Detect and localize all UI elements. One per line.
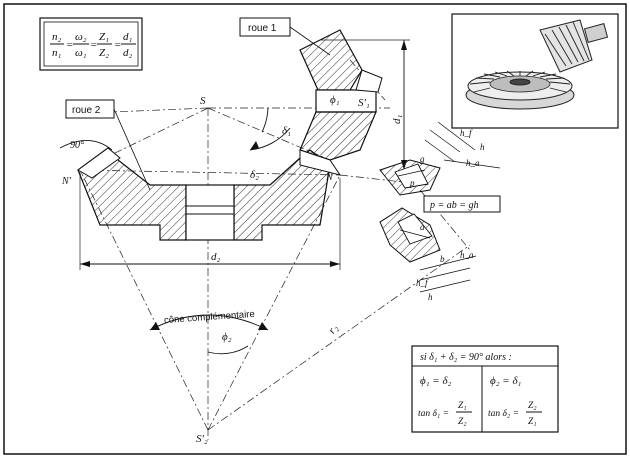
frac-z1: Z₁ [99,31,109,43]
frac-w2: ω₂ [75,31,87,43]
frac-z2: Z₂ [99,47,109,59]
label-hf-lower: h_f [416,278,429,288]
ratio-formula-box: n₂ n₁ = ω₂ ω₁ = Z₁ Z₂ = d₁ d₂ [39,17,143,71]
label-S2p: S'₂ [196,433,208,445]
left-line2-prefix: tan δ₁ = [418,409,449,419]
callout-roue2: roue 2 [65,99,151,191]
label-roue1: roue 1 [248,23,277,34]
right-line1: ϕ₂ = δ₁ [490,375,522,387]
large-bevel-gear-icon [465,70,575,110]
dimension-d2: d₂ [79,172,341,270]
label-phi2: ϕ₂ [222,331,232,343]
conditions-table: si δ₁ + δ₂ = 90° alors : ϕ₁ = δ₂ tan δ₁ … [411,345,559,433]
label-ha-lower: h_a [460,250,474,260]
label-roue2: roue 2 [72,105,101,116]
label-cone-complementary: cône complémentaire [164,309,255,326]
label-d1: d₁ [391,115,403,125]
tooth-dimension-lines [419,121,501,293]
label-r2: r₂ [326,322,341,336]
callout-roue1: roue 1 [239,17,331,56]
tooth-profile-upper [379,159,441,196]
label-g: g [420,154,425,164]
left-frac-den: Z₂ [458,417,467,427]
arc-cone-complementary [149,314,269,331]
conditions-header: si δ₁ + δ₂ = 90° alors : [420,352,512,363]
right-line2-prefix: tan δ₂ = [488,409,519,419]
tooth-profile-lower [379,207,441,263]
svg-text:=: = [114,39,121,51]
label-h-upper: h [480,142,485,152]
label-h-lower: h [428,292,433,302]
frac-d2: d₂ [123,47,133,59]
wheel1-section [299,29,383,176]
frac-d1: d₁ [123,31,133,43]
label-a: a [420,222,425,232]
label-d2: d₂ [211,251,221,263]
label-hf-upper: h_f [460,128,473,138]
label-S: S [200,95,206,107]
label-N: N [325,172,334,183]
svg-text:=: = [66,39,73,51]
wheel2-section [77,147,331,241]
arc-phi2 [207,345,249,355]
label-pitch: p = ab = gh [429,200,479,211]
arc-delta2 [249,127,291,151]
label-phi1: ϕ₁ [330,94,340,106]
arc-90deg [59,140,113,151]
right-frac-den: Z₁ [528,417,537,427]
label-90deg: 90° [70,140,84,151]
pitch-formula-box: p = ab = gh [423,195,501,213]
right-frac-num: Z₂ [528,401,537,411]
svg-text:=: = [90,39,97,51]
label-Np: N' [61,176,72,187]
label-delta1: δ₁ [282,125,291,137]
frac-n2: n₂ [52,31,62,43]
label-b: b [440,254,445,264]
frac-n1: n₁ [52,47,62,59]
label-p-upper: p [409,178,415,188]
gear-illustration-box [451,13,619,129]
outer-border [3,3,627,455]
label-ha-upper: h_a [466,158,480,168]
label-delta2: δ₂ [250,169,259,181]
left-line1: ϕ₁ = δ₂ [420,375,452,387]
frac-w1: ω₁ [75,47,87,59]
label-S1p: S'₁ [358,97,370,109]
small-bevel-gear-icon [539,19,609,73]
left-frac-num: Z₁ [458,401,467,411]
arc-delta1 [261,107,269,133]
